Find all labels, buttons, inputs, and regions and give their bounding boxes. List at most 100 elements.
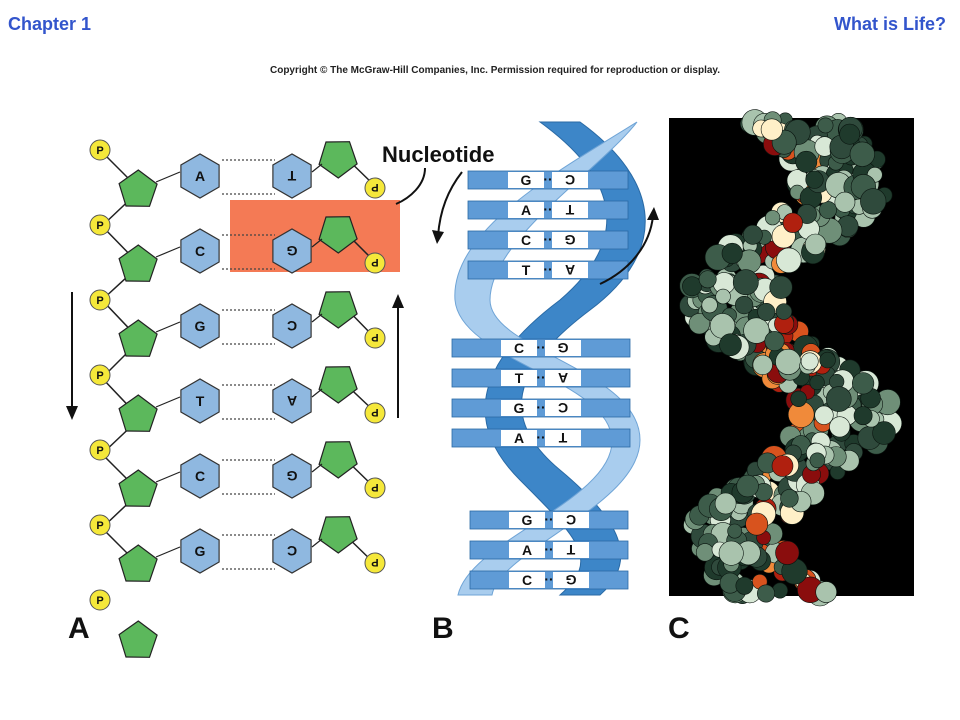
hydrogen-bonds (222, 459, 275, 495)
base-right (272, 303, 312, 349)
svg-text:··: ·· (536, 369, 545, 385)
helix-base-left-letter: G (522, 512, 533, 528)
helix-base-pair: C··G (451, 338, 631, 358)
phosphate-left-label: P (96, 445, 103, 457)
phosphate-right (364, 402, 386, 424)
svg-text:··: ·· (536, 399, 545, 415)
base-right-letter: T (287, 168, 296, 184)
phosphate-right-label: P (371, 556, 378, 568)
base-left (180, 303, 220, 349)
helix-base-pair: T··A (467, 260, 629, 280)
phosphate-left-label: P (96, 145, 103, 157)
sugar-left (118, 394, 158, 432)
copyright-notice: Copyright © The McGraw-Hill Companies, I… (269, 65, 721, 76)
helix-base-pair: C··G (467, 230, 629, 250)
helix-base-right-letter: T (558, 430, 567, 446)
phosphate-right-label: P (371, 406, 378, 418)
panel-b-helix: G··CA··TC··GT··AC··GT··AG··CA··TG··CA··T… (432, 121, 659, 596)
phosphate-left (89, 589, 111, 611)
base-right (272, 453, 312, 499)
phosphate-left (89, 214, 111, 236)
base-right-letter: G (286, 243, 297, 259)
helix-base-right-letter: C (566, 512, 576, 528)
sugar-right (318, 291, 358, 329)
svg-text:··: ·· (543, 261, 552, 277)
sugar-left (118, 544, 158, 582)
base-right-letter: A (287, 393, 297, 409)
helix-base-right-letter: T (566, 542, 575, 558)
phosphate-left-label: P (96, 295, 103, 307)
panel-c-space-filling-model (669, 109, 914, 607)
base-right (272, 228, 312, 274)
panel-label-c: C (668, 612, 690, 645)
phosphate-right (364, 177, 386, 199)
helix-rotation-arrowhead-left (432, 230, 444, 244)
sugar-left (118, 620, 158, 658)
phosphate-left (89, 364, 111, 386)
sugar-left (118, 169, 158, 207)
base-left (180, 153, 220, 199)
base-left (180, 228, 220, 274)
hydrogen-bonds (222, 534, 275, 570)
hydrogen-bonds (222, 384, 275, 420)
sugar-right (318, 366, 358, 404)
right-backbone (337, 149, 376, 565)
helix-base-left-letter: G (521, 172, 532, 188)
sugar-left (118, 244, 158, 282)
slide-title: What is Life? (834, 14, 946, 34)
sugar-right (318, 516, 358, 554)
base-right (272, 153, 312, 199)
base-left-letter: C (195, 468, 205, 484)
base-left-letter: G (195, 318, 206, 334)
base-pair-row: P C G P (89, 439, 386, 507)
strand-direction-arrow-down (66, 292, 78, 420)
helix-base-pair: G ·· C (469, 510, 629, 530)
phosphate-right (364, 252, 386, 274)
sugar-right (318, 441, 358, 479)
helix-base-left-letter: A (521, 202, 531, 218)
helix-base-left-letter: T (522, 262, 531, 278)
svg-text:··: ·· (544, 511, 553, 527)
base-left-letter: G (195, 543, 206, 559)
helix-base-pair: C··G (469, 570, 629, 590)
base-right-letter: G (286, 468, 297, 484)
base-left-letter: T (196, 393, 205, 409)
phosphate-left (89, 439, 111, 461)
helix-base-left-letter: A (522, 542, 532, 558)
helix-base-right-letter: C (558, 400, 568, 416)
svg-text:··: ·· (544, 541, 553, 557)
helix-base-pair: A ·· T (469, 540, 629, 560)
phosphate-right-label: P (371, 481, 378, 493)
helix-base-right-letter: C (565, 172, 575, 188)
phosphate-left-label: P (96, 220, 103, 232)
phosphate-left (89, 289, 111, 311)
base-left (180, 378, 220, 424)
phosphate-left (89, 514, 111, 536)
helix-base-right-letter: G (565, 572, 576, 588)
svg-text:··: ·· (544, 571, 553, 587)
phosphate-right (364, 477, 386, 499)
strand-direction-arrow-up (392, 294, 404, 418)
svg-text:··: ·· (543, 201, 552, 217)
svg-text:··: ·· (536, 339, 545, 355)
helix-rotation-arrow-right (599, 215, 654, 285)
hydrogen-bonds (222, 159, 275, 195)
phosphate-right-label: P (371, 181, 378, 193)
sugar-right (318, 216, 358, 254)
helix-base-pair: G ·· C (467, 170, 629, 190)
nucleotide-pointer (395, 167, 426, 205)
svg-text:··: ·· (543, 171, 552, 187)
base-left-letter: C (195, 243, 205, 259)
chapter-title: Chapter 1 (8, 14, 92, 34)
base-pair-row: P T A P (89, 364, 386, 432)
phosphate-left-label: P (96, 370, 103, 382)
helix-base-pair: A··T (451, 428, 631, 448)
nucleotide-label: Nucleotide (382, 142, 494, 167)
helix-base-right-letter: A (558, 370, 568, 386)
phosphate-left-label: P (96, 520, 103, 532)
phosphate-right (364, 552, 386, 574)
